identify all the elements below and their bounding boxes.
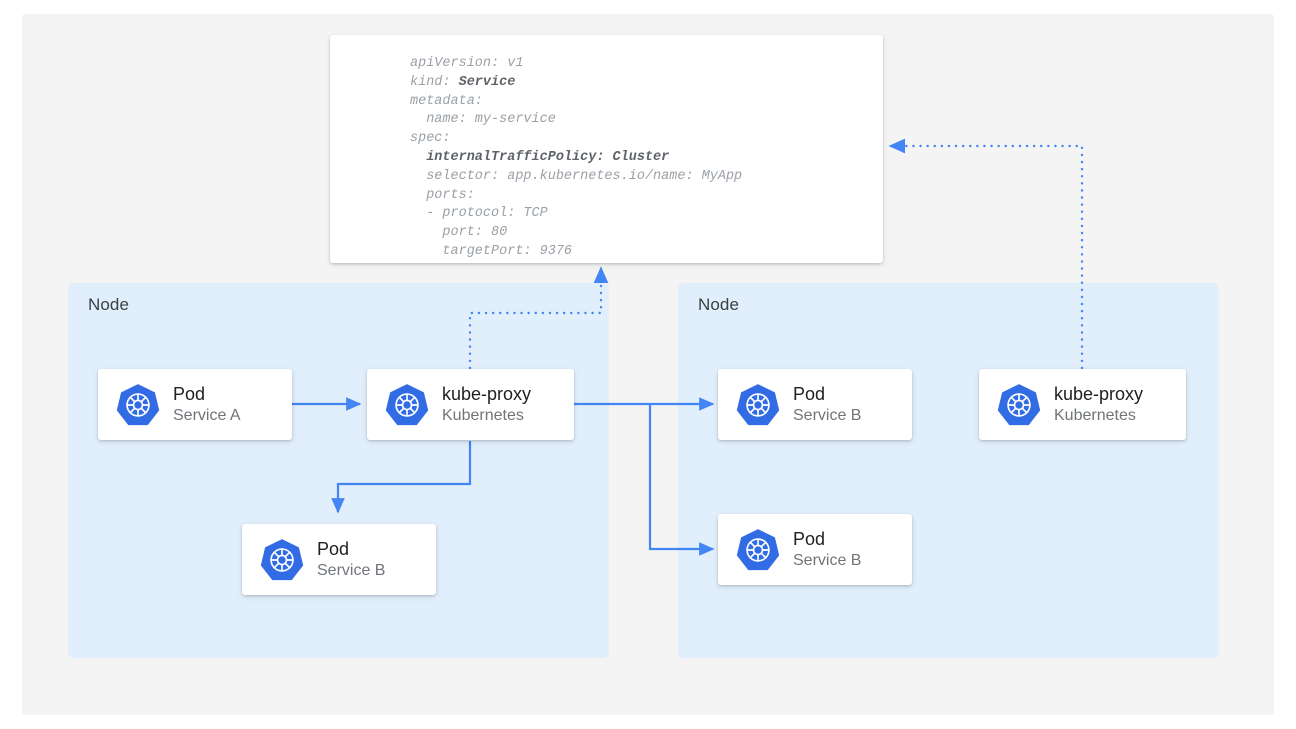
card-subtitle: Service A bbox=[173, 406, 241, 424]
card-title: kube-proxy bbox=[442, 383, 532, 404]
yaml-line-apiversion: apiVersion: v1 bbox=[410, 56, 524, 71]
kubernetes-icon bbox=[736, 383, 780, 425]
kubernetes-icon bbox=[997, 383, 1041, 425]
card-title: Pod bbox=[793, 383, 826, 404]
card-title: Pod bbox=[317, 538, 350, 559]
card-text: kube-proxy Kubernetes bbox=[442, 383, 531, 427]
node-panel-left: Node bbox=[68, 283, 609, 658]
card-subtitle: Service B bbox=[793, 406, 862, 424]
card-title: kube-proxy bbox=[1054, 383, 1144, 404]
card-subtitle: Service B bbox=[317, 561, 386, 579]
yaml-line-selector: selector: app.kubernetes.io/name: MyApp bbox=[410, 168, 743, 184]
yaml-line-metadata: metadata: bbox=[410, 93, 483, 109]
card-pod-service-b-right-top[interactable]: Pod Service B bbox=[718, 369, 912, 440]
card-text: kube-proxy Kubernetes bbox=[1054, 383, 1143, 427]
card-pod-service-a[interactable]: Pod Service A bbox=[98, 369, 292, 440]
yaml-line-port: port: 80 bbox=[410, 225, 508, 241]
kubernetes-icon bbox=[116, 383, 160, 425]
node-label-right: Node bbox=[698, 295, 740, 314]
yaml-line-internal-traffic-policy: internalTrafficPolicy: Cluster bbox=[410, 149, 670, 165]
node-panel-right: Node bbox=[678, 283, 1219, 658]
yaml-line-targetport: targetPort: 9376 bbox=[410, 243, 573, 259]
card-title: Pod bbox=[173, 383, 206, 404]
card-text: Pod Service A bbox=[173, 383, 241, 427]
card-subtitle: Service B bbox=[793, 551, 862, 569]
card-text: Pod Service B bbox=[317, 538, 385, 582]
kubernetes-icon bbox=[385, 383, 429, 425]
node-label-left: Node bbox=[88, 295, 130, 314]
kubernetes-icon bbox=[736, 528, 780, 570]
yaml-kind-key: kind: bbox=[410, 74, 459, 90]
yaml-line-spec: spec: bbox=[410, 131, 451, 147]
card-title: Pod bbox=[793, 528, 826, 549]
kubernetes-icon bbox=[260, 538, 304, 580]
card-text: Pod Service B bbox=[793, 383, 861, 427]
card-kube-proxy-left[interactable]: kube-proxy Kubernetes bbox=[367, 369, 574, 440]
card-subtitle: Kubernetes bbox=[1054, 406, 1136, 424]
yaml-kind-value: Service bbox=[458, 74, 516, 90]
yaml-line-name: name: my-service bbox=[410, 112, 556, 128]
card-text: Pod Service B bbox=[793, 528, 861, 572]
card-kube-proxy-right[interactable]: kube-proxy Kubernetes bbox=[979, 369, 1186, 440]
card-subtitle: Kubernetes bbox=[442, 406, 524, 424]
card-pod-service-b-left[interactable]: Pod Service B bbox=[242, 524, 436, 595]
yaml-line-kind: kind: Service bbox=[410, 74, 883, 93]
yaml-line-ports: ports: bbox=[410, 187, 475, 203]
yaml-line-protocol: - protocol: TCP bbox=[410, 206, 548, 222]
card-pod-service-b-right-bottom[interactable]: Pod Service B bbox=[718, 514, 912, 585]
